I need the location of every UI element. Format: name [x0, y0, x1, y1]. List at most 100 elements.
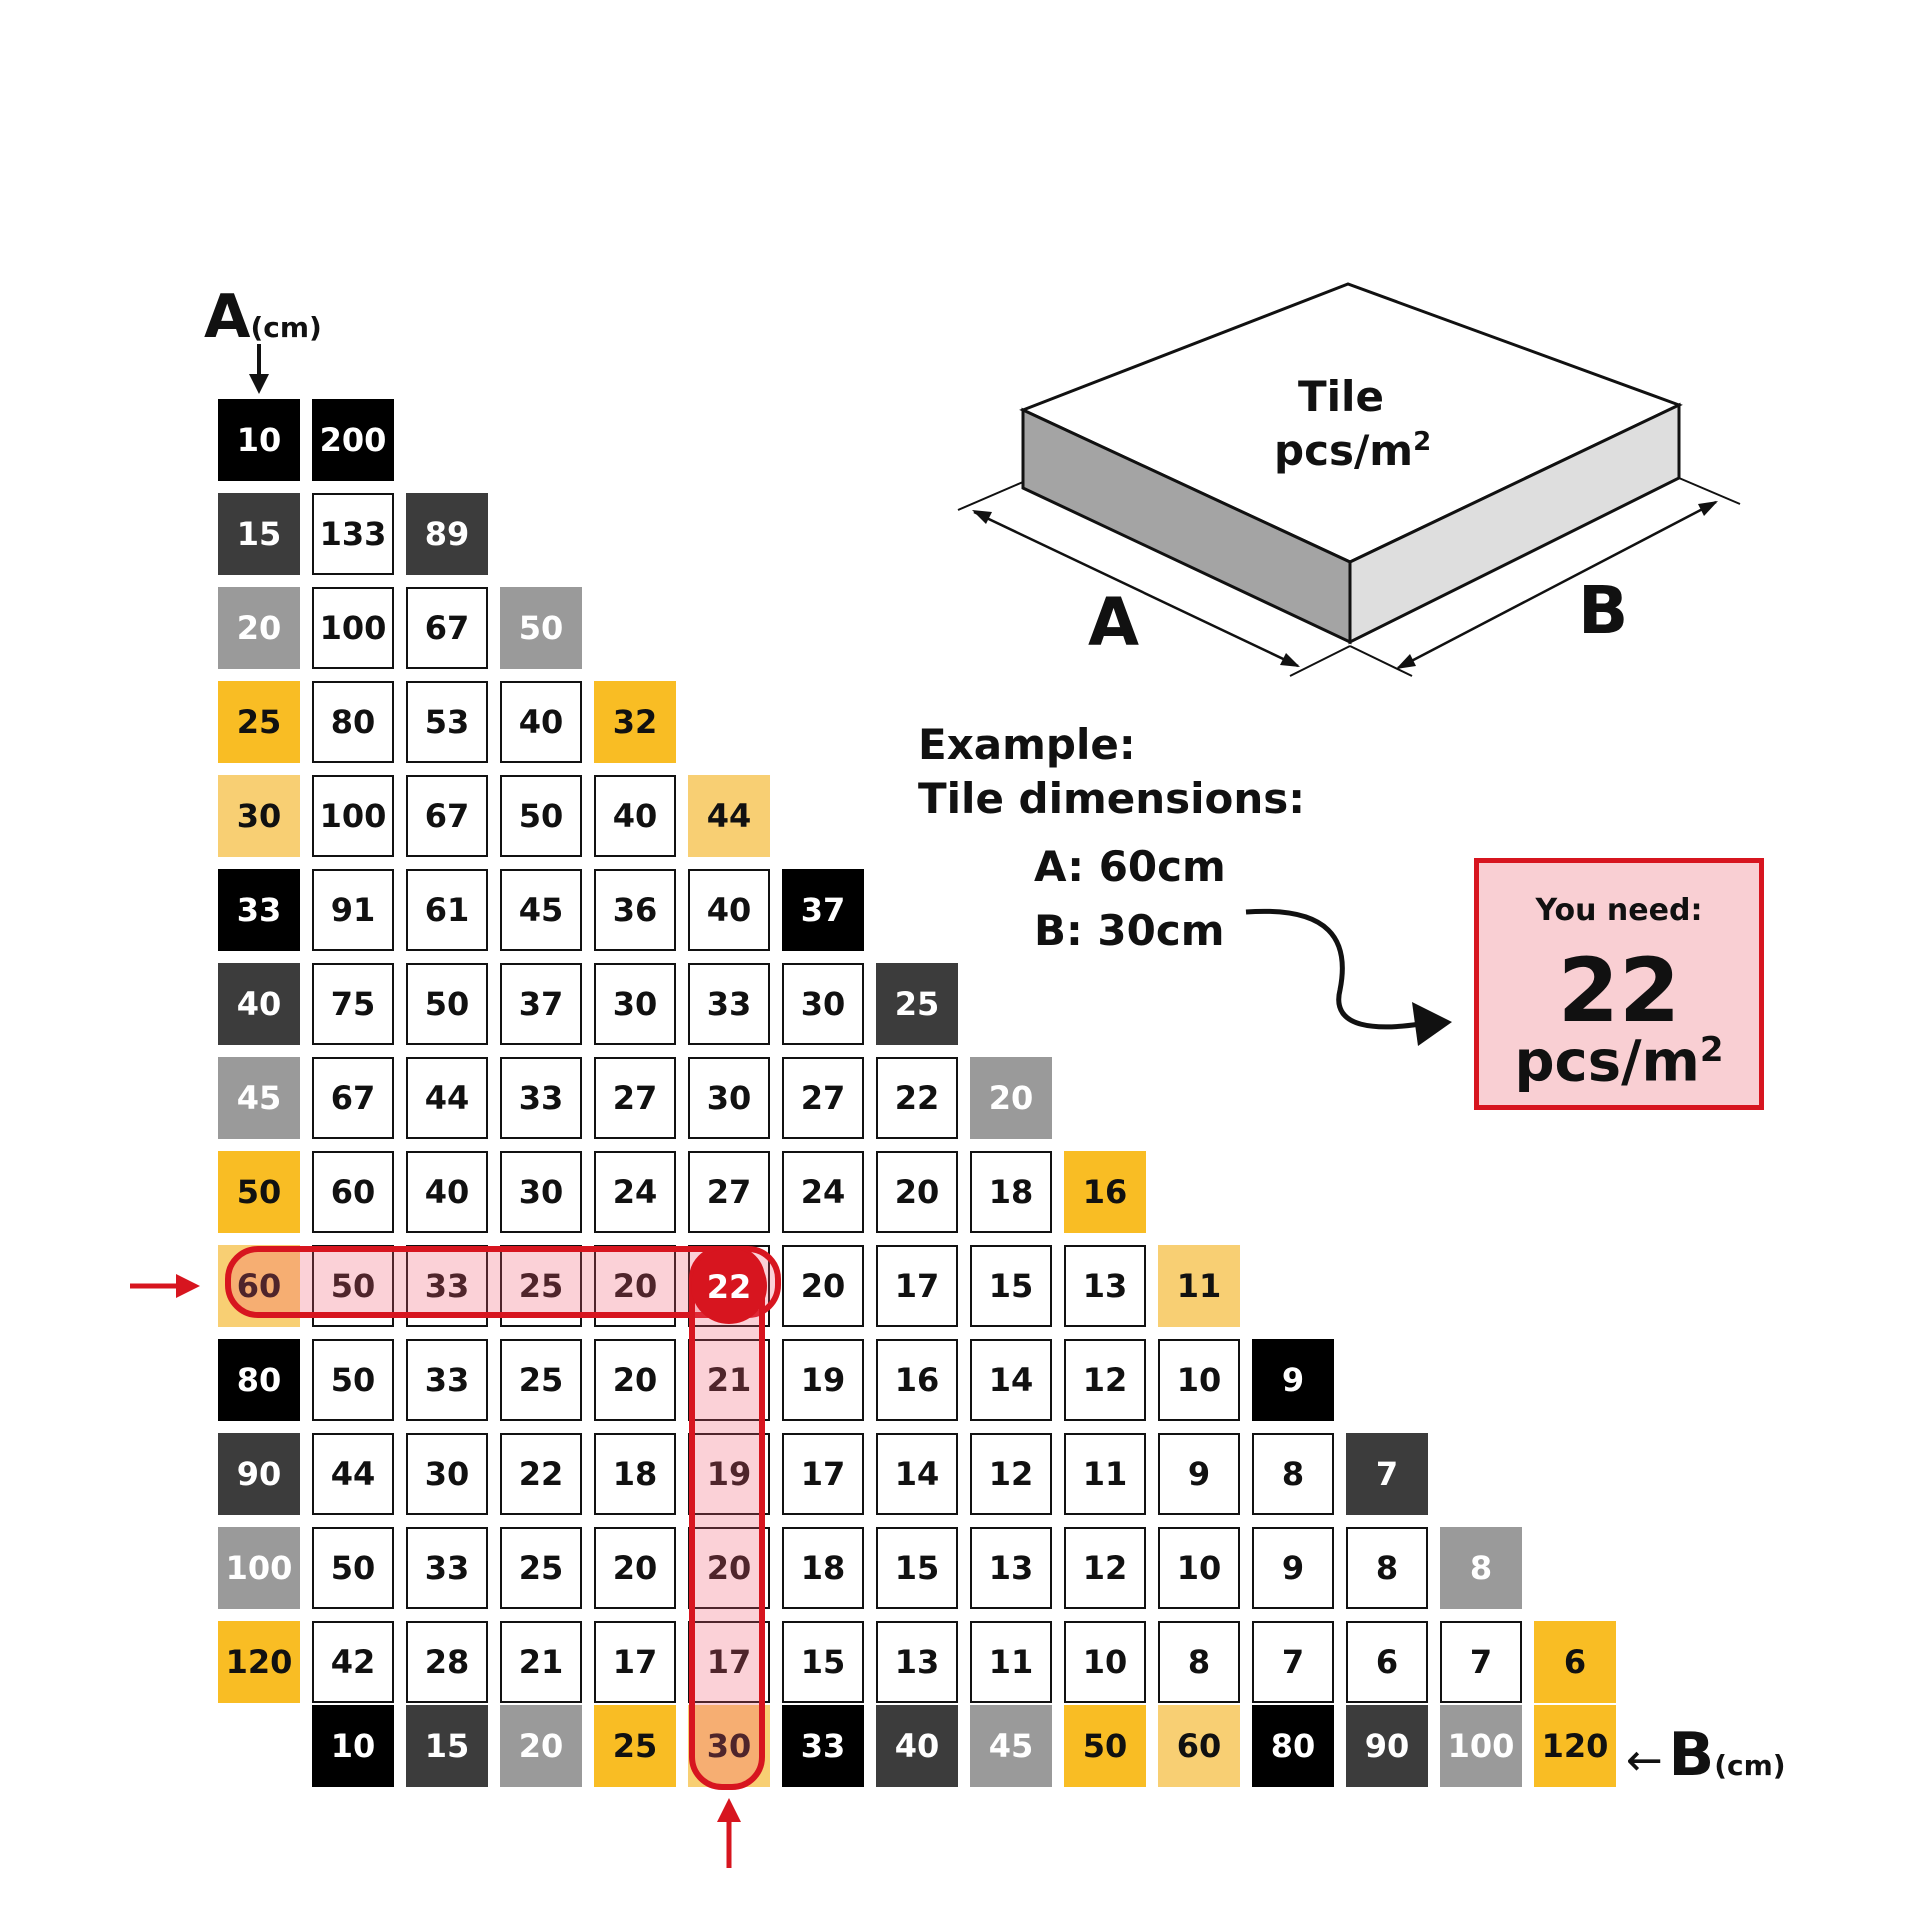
diagonal-cell: 20 [970, 1057, 1052, 1139]
a-header-cell: 90 [218, 1433, 300, 1515]
b-header-cell: 33 [782, 1705, 864, 1787]
result-unit-sup: 2 [1699, 1030, 1724, 1070]
tile-unit-sup: 2 [1413, 427, 1432, 457]
value-cell: 37 [500, 963, 582, 1045]
a-header-cell: 30 [218, 775, 300, 857]
value-cell: 27 [782, 1057, 864, 1139]
axis-a-label: A(cm) [204, 282, 322, 352]
value-cell: 20 [782, 1245, 864, 1327]
b-header-cell: 20 [500, 1705, 582, 1787]
value-cell: 28 [406, 1621, 488, 1703]
value-cell: 20 [876, 1151, 958, 1233]
a-header-cell: 25 [218, 681, 300, 763]
value-cell: 50 [312, 1339, 394, 1421]
value-cell: 18 [782, 1527, 864, 1609]
a-header-cell: 80 [218, 1339, 300, 1421]
value-cell: 19 [782, 1339, 864, 1421]
value-cell: 50 [500, 775, 582, 857]
dim-a-arrow-left [972, 510, 992, 524]
example-curve-arrow [1245, 908, 1421, 1030]
diagonal-cell: 32 [594, 681, 676, 763]
value-cell: 21 [500, 1621, 582, 1703]
value-cell: 17 [782, 1433, 864, 1515]
value-cell: 7 [1440, 1621, 1522, 1703]
diagonal-cell: 8 [1440, 1527, 1522, 1609]
value-cell: 67 [312, 1057, 394, 1139]
row-highlight [225, 1246, 781, 1318]
tile-unit: pcs/m2 [1274, 426, 1431, 475]
diagonal-cell: 89 [406, 493, 488, 575]
value-cell: 33 [406, 1527, 488, 1609]
value-cell: 60 [312, 1151, 394, 1233]
value-cell: 30 [406, 1433, 488, 1515]
value-cell: 45 [500, 869, 582, 951]
a-header-cell: 10 [218, 399, 300, 481]
value-cell: 21 [688, 1339, 770, 1421]
value-cell: 100 [312, 775, 394, 857]
intersection-circle [691, 1248, 767, 1324]
dim-a-line [973, 510, 1299, 668]
result-box: You need: 22 pcs/m2 [1474, 858, 1764, 1110]
a-header-cell: 100 [218, 1527, 300, 1609]
value-cell: 27 [594, 1057, 676, 1139]
a-header-cell: 15 [218, 493, 300, 575]
diagonal-cell: 200 [312, 399, 394, 481]
diagonal-cell: 25 [876, 963, 958, 1045]
b-header-cell: 80 [1252, 1705, 1334, 1787]
value-cell: 27 [688, 1151, 770, 1233]
dim-b-ext-left [1349, 645, 1413, 677]
result-unit: pcs/m2 [1479, 1033, 1759, 1091]
value-cell: 18 [970, 1151, 1052, 1233]
value-cell: 10 [1158, 1339, 1240, 1421]
example-b-line: B: 30cm [1034, 906, 1225, 955]
dim-b-ext-right [1678, 477, 1741, 505]
dim-a-arrow-right [1280, 653, 1300, 667]
a-header-cell: 20 [218, 587, 300, 669]
tile-label-a: A [1088, 584, 1140, 661]
value-cell: 16 [876, 1339, 958, 1421]
b-header-cell: 45 [970, 1705, 1052, 1787]
value-cell: 24 [594, 1151, 676, 1233]
value-cell: 13 [970, 1527, 1052, 1609]
a-header-cell: 50 [218, 1151, 300, 1233]
value-cell: 17 [876, 1245, 958, 1327]
value-cell: 20 [594, 1339, 676, 1421]
value-cell: 8 [1158, 1621, 1240, 1703]
value-cell: 19 [688, 1433, 770, 1515]
value-cell: 67 [406, 775, 488, 857]
b-header-cell: 50 [1064, 1705, 1146, 1787]
axis-a-unit: (cm) [250, 311, 322, 344]
b-header-cell: 10 [312, 1705, 394, 1787]
dim-b-arrow-left [1396, 654, 1416, 669]
dim-b-arrow-right [1698, 501, 1718, 516]
result-value: 22 [1557, 939, 1681, 1042]
b-header-cell: 60 [1158, 1705, 1240, 1787]
a-header-cell: 45 [218, 1057, 300, 1139]
value-cell: 11 [970, 1621, 1052, 1703]
value-cell: 80 [312, 681, 394, 763]
diagonal-cell: 11 [1158, 1245, 1240, 1327]
axis-b-unit: (cm) [1714, 1749, 1786, 1782]
value-cell: 7 [1252, 1621, 1334, 1703]
b-header-cell: 15 [406, 1705, 488, 1787]
column-highlight [689, 1246, 765, 1790]
value-cell: 12 [1064, 1339, 1146, 1421]
value-cell: 40 [688, 869, 770, 951]
b-header-cell: 25 [594, 1705, 676, 1787]
value-cell: 61 [406, 869, 488, 951]
value-cell: 14 [970, 1339, 1052, 1421]
value-cell: 36 [594, 869, 676, 951]
value-cell: 30 [594, 963, 676, 1045]
dim-a-ext-right [1289, 645, 1351, 677]
diagonal-cell: 16 [1064, 1151, 1146, 1233]
value-cell: 30 [688, 1057, 770, 1139]
b-header-cell: 40 [876, 1705, 958, 1787]
diagonal-cell: 9 [1252, 1339, 1334, 1421]
a-header-cell: 40 [218, 963, 300, 1045]
value-cell: 30 [500, 1151, 582, 1233]
value-cell: 12 [970, 1433, 1052, 1515]
value-cell: 30 [782, 963, 864, 1045]
a-axis-arrow-head [249, 374, 269, 394]
